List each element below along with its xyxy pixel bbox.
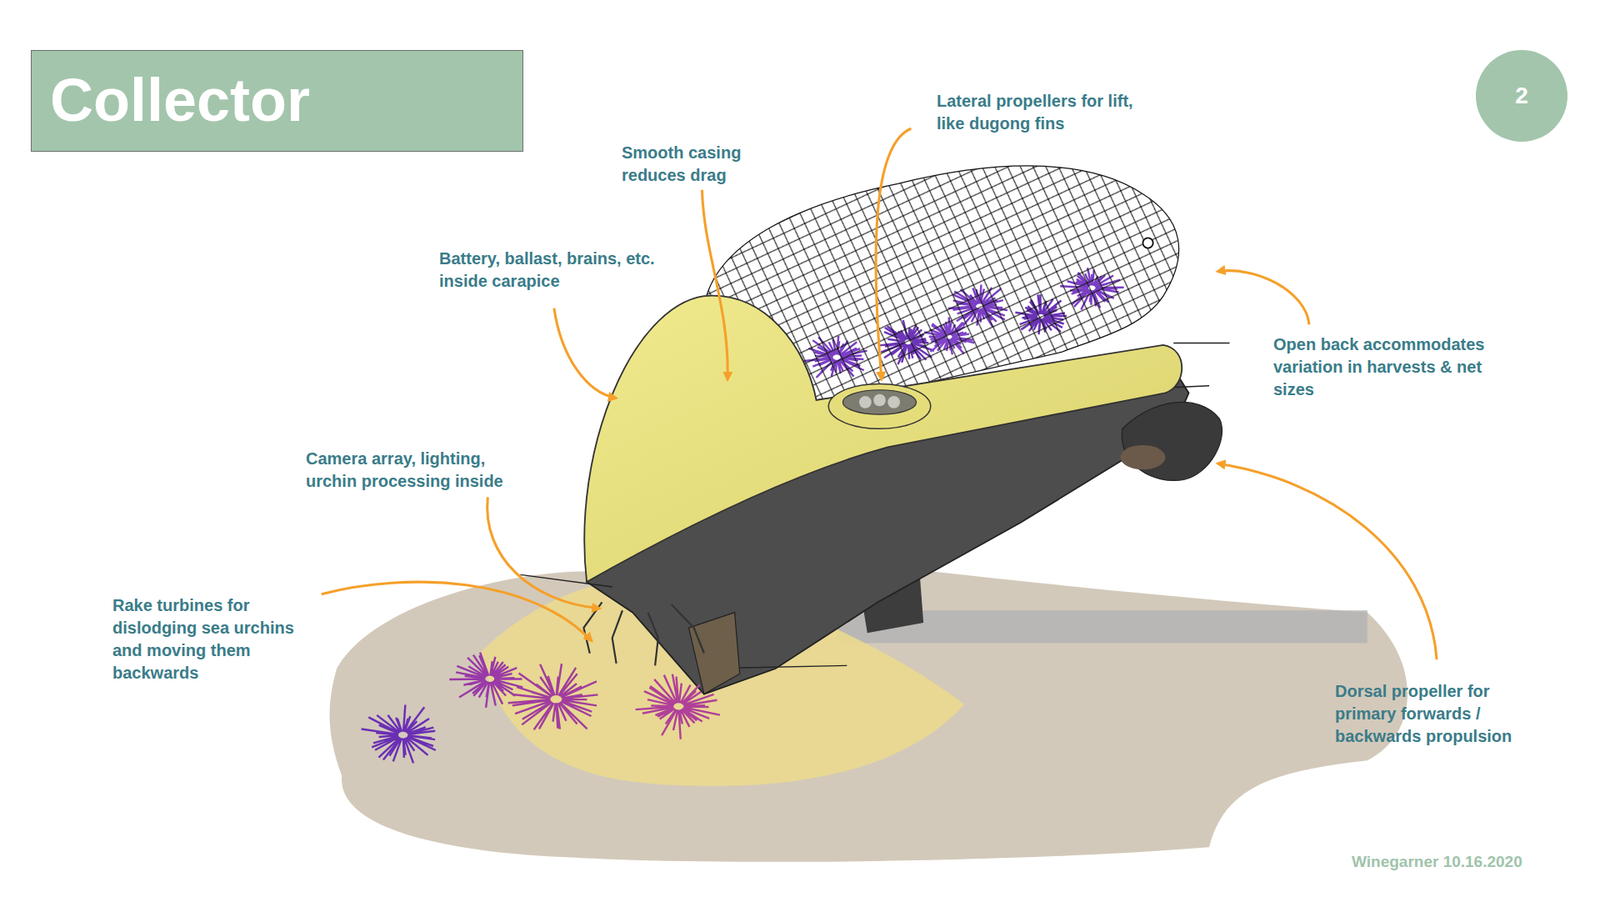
leader-line [1217,463,1437,660]
title-box: Collector [30,50,524,152]
callout-text: Rake turbines for dislodging sea urchins… [112,594,313,685]
propeller-blade [859,395,872,409]
callout-text: Smooth casing reduces drag [621,141,780,187]
sea-urchin [508,663,599,730]
propeller-well [842,390,916,415]
front-edge [520,574,612,587]
leader-line [554,308,617,399]
rake-turbines [583,601,704,665]
sea-urchin [361,705,436,764]
callout-text: Dorsal propeller for primary forwards / … [1335,680,1535,748]
collector-drawing [321,128,1437,862]
net-knot [1142,237,1153,248]
leader-line [321,581,592,641]
callout-text: Open back accommodates variation in harv… [1273,333,1492,401]
callout-text: Camera array, lighting, urchin processin… [305,447,533,493]
sea-urchin [449,652,523,708]
leader-line [1217,270,1310,325]
leader-line [701,190,728,380]
page-number: 2 [1475,50,1568,142]
urchin-group [361,652,720,764]
intake-chute [689,612,740,695]
author-date: Winegarner 10.16.2020 [1351,850,1523,873]
propeller-blade [873,394,886,407]
hull-edge [1173,342,1230,344]
callout-text: Lateral propellers for lift, like dugong… [936,90,1145,135]
lateral-propeller [828,383,930,429]
propeller-hub [1120,445,1165,470]
leader-line [875,128,911,380]
title-text: Collector [50,67,310,134]
leader-lines [321,128,1437,660]
callout-text: Battery, ballast, brains, etc. inside ca… [439,247,669,293]
sea-urchin [635,674,720,740]
propeller-blade [887,395,900,409]
carapace [584,295,1182,582]
page-number-text: 2 [1515,83,1529,110]
